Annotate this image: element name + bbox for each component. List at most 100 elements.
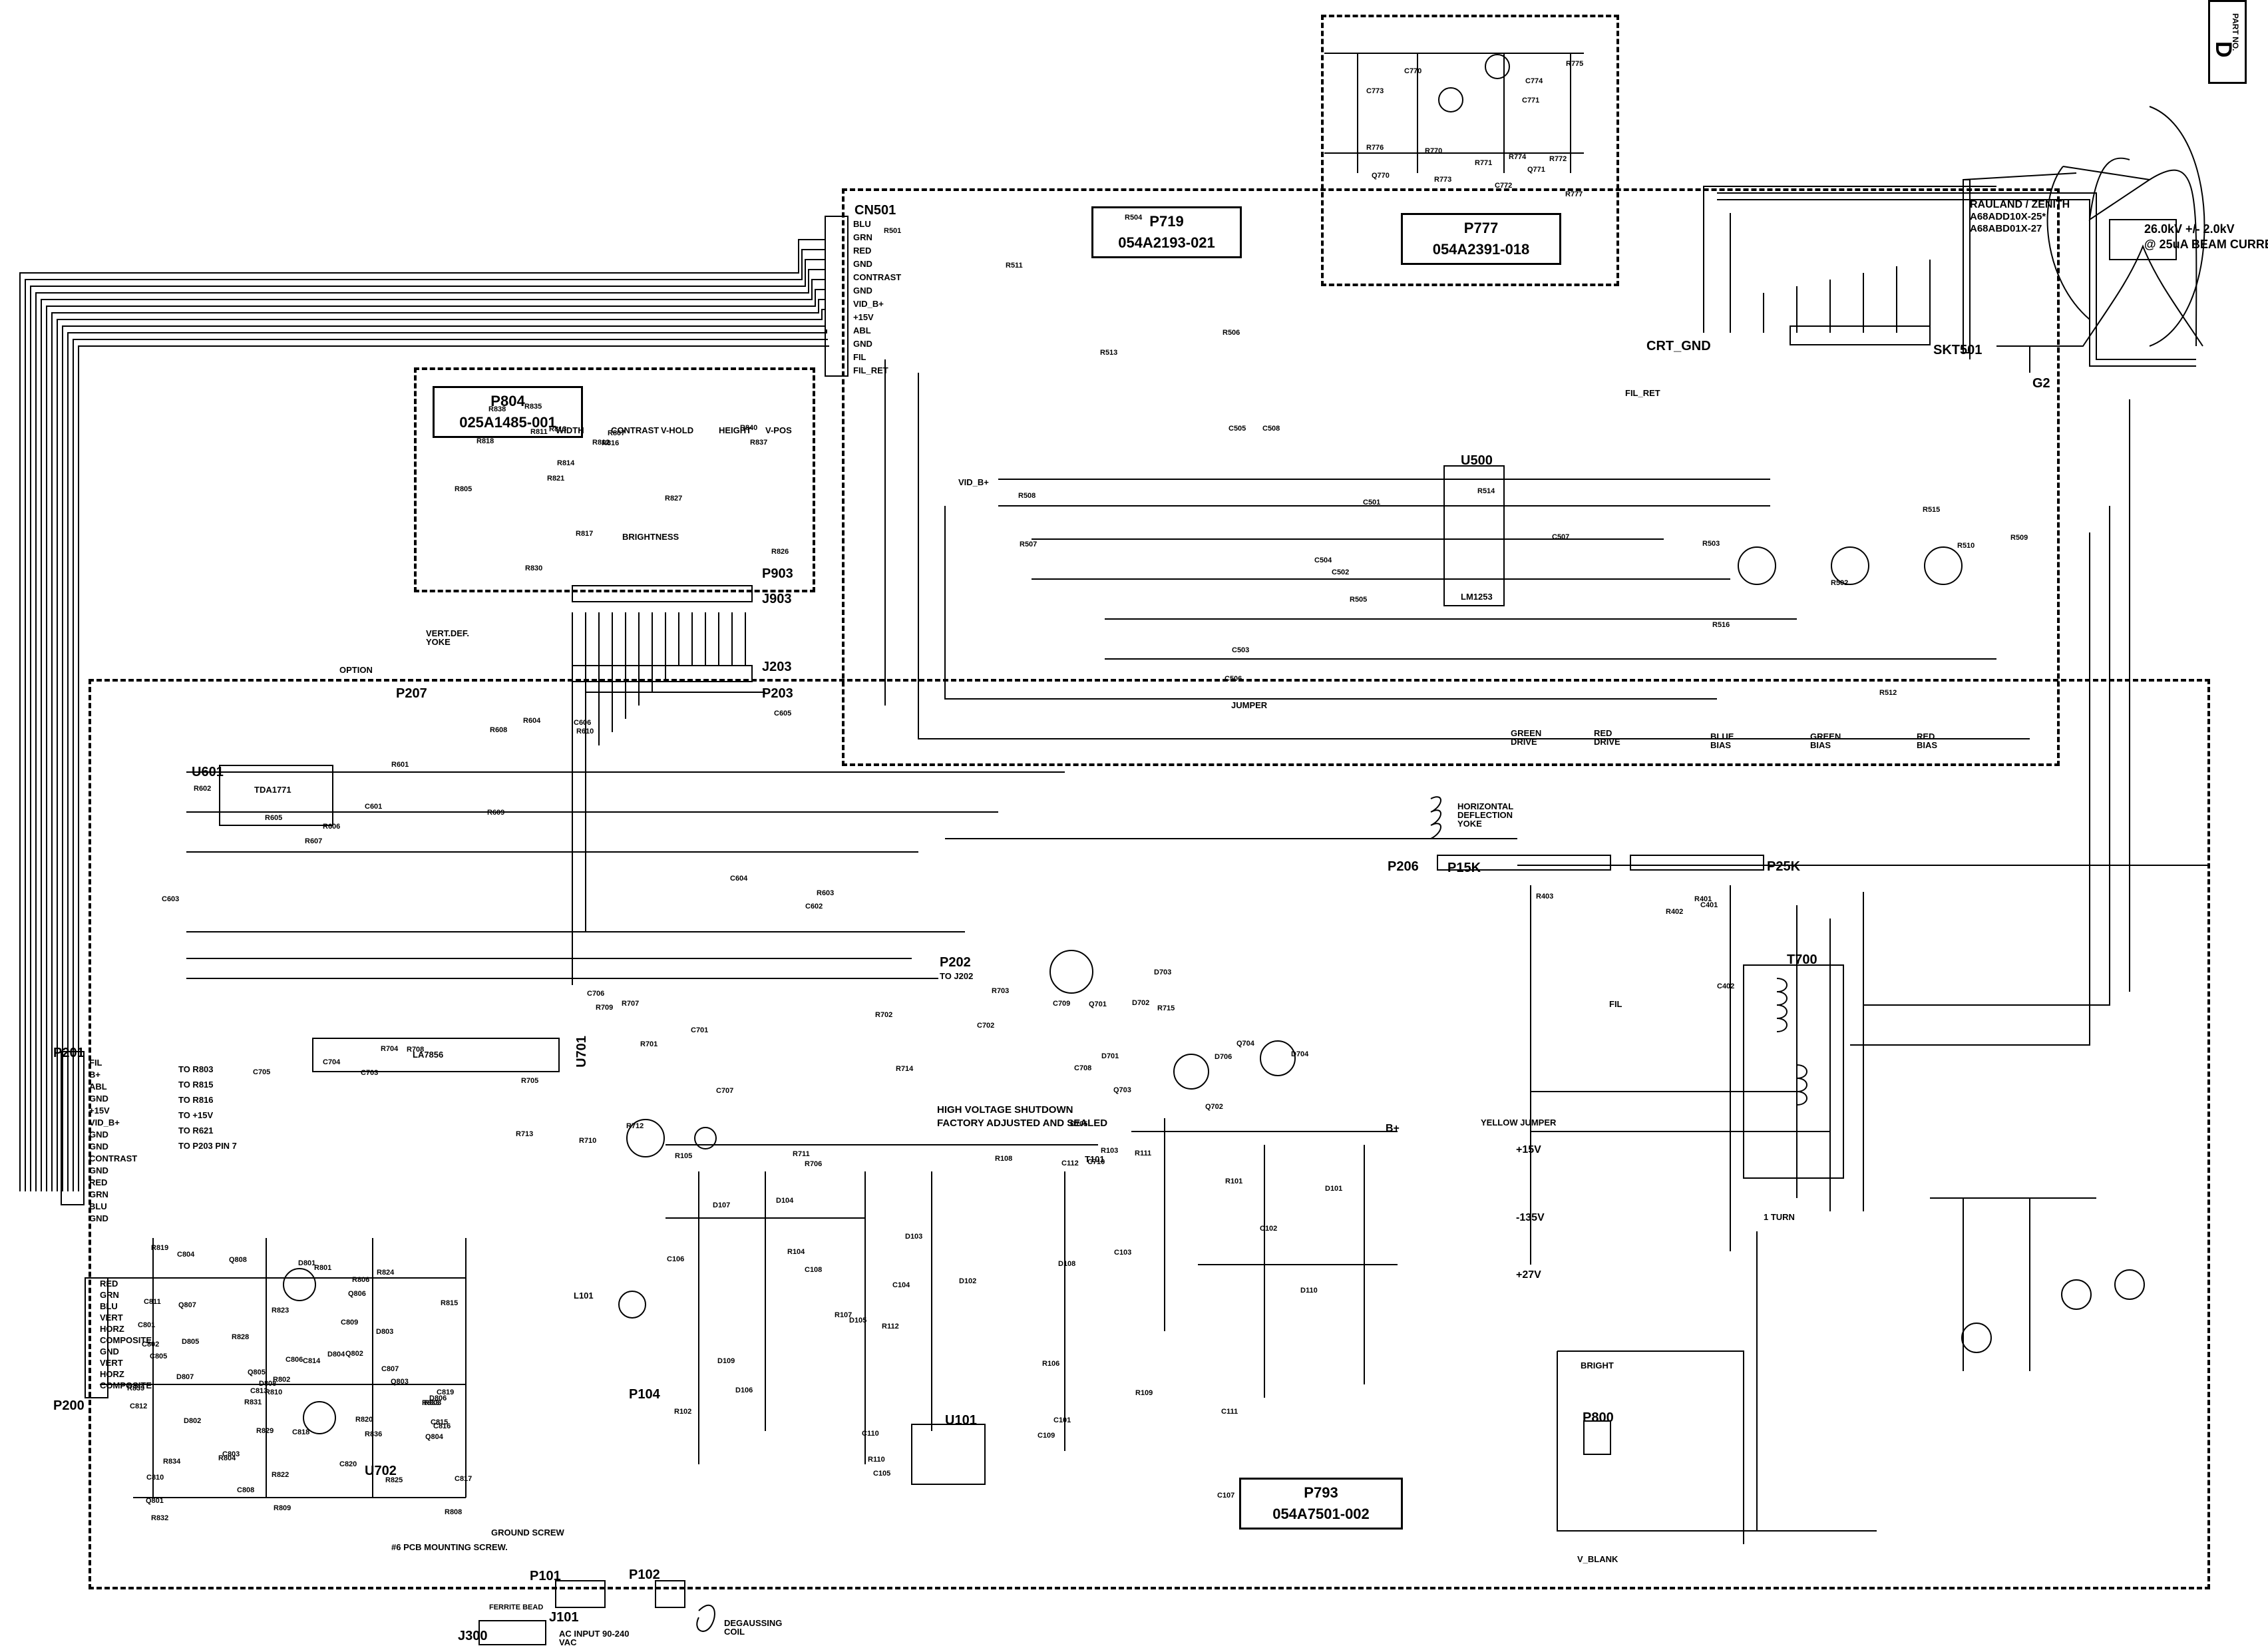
component-refdes: C708: [1074, 1064, 1092, 1072]
component-refdes: C813: [250, 1387, 268, 1395]
component-refdes: D102: [959, 1277, 977, 1285]
connector-j903: J903: [762, 592, 792, 606]
p200-pin: HORZ: [100, 1324, 124, 1334]
component-refdes: R110: [868, 1456, 885, 1464]
component-refdes: R809: [274, 1504, 291, 1512]
component-refdes: R833: [422, 1399, 440, 1407]
component-refdes: D103: [905, 1233, 923, 1241]
component-refdes: R775: [1566, 60, 1584, 68]
component-refdes: R818: [476, 437, 494, 445]
ic-u500: U500: [1461, 453, 1493, 468]
component-refdes: D803: [376, 1328, 394, 1336]
label-v-blank: V_BLANK: [1577, 1554, 1618, 1564]
connector-j300: J300: [458, 1629, 488, 1643]
component-refdes: R510: [1957, 542, 1975, 550]
component-refdes: R107: [835, 1311, 852, 1319]
component-refdes: R607: [305, 837, 323, 845]
label-v-pos: V-POS: [765, 425, 792, 435]
component-refdes: R712: [626, 1122, 644, 1130]
component-refdes: R713: [516, 1130, 534, 1138]
crt-spec-voltage: 26.0kV +/- 2.0kV: [2144, 222, 2235, 236]
label-factory-adjusted: FACTORY ADJUSTED AND SEALED: [937, 1118, 1108, 1129]
component-refdes: D807: [176, 1373, 194, 1381]
component-refdes: Q808: [229, 1256, 247, 1264]
cn501-pin: FIL_RET: [853, 365, 888, 375]
crt-tube-2: A68ABD01X-27: [1970, 223, 2042, 234]
component-refdes: R714: [896, 1065, 914, 1073]
component-refdes: C401: [1700, 901, 1718, 909]
component-refdes: D702: [1132, 999, 1150, 1007]
component-refdes: Q804: [425, 1433, 443, 1441]
component-refdes: R506: [1223, 329, 1240, 337]
connector-p201: P201: [53, 1046, 85, 1060]
component-refdes: R508: [1018, 492, 1036, 500]
label-ground-screw: GROUND SCREW: [491, 1528, 564, 1538]
p201-pin: RED: [89, 1177, 108, 1187]
component-refdes: R813: [549, 425, 567, 433]
label-ferrite-bead: FERRITE BEAD: [489, 1603, 544, 1611]
connector-p102: P102: [629, 1567, 660, 1582]
connector-cn501: CN501: [854, 203, 896, 218]
component-refdes: R804: [218, 1454, 236, 1462]
cn501-pin: +15V: [853, 312, 874, 322]
connector-p203: P203: [762, 686, 793, 701]
cn501-pin: GRN: [853, 232, 872, 242]
label-blue-bias: BLUE BIAS: [1710, 731, 1734, 750]
component-refdes: R835: [524, 403, 542, 411]
component-refdes: R610: [576, 727, 594, 735]
component-refdes: R808: [445, 1508, 463, 1516]
component-refdes: R826: [771, 548, 789, 556]
component-refdes: R104: [787, 1248, 805, 1256]
component-refdes: R605: [265, 814, 283, 822]
p201-signal: TO R815: [178, 1080, 214, 1090]
p200-pin: GND: [100, 1346, 119, 1356]
component-refdes: R505: [1350, 596, 1368, 604]
component-refdes: C710: [1087, 1158, 1105, 1166]
p804-board-outline: [414, 367, 815, 592]
cn501-pin: ABL: [853, 325, 871, 335]
component-refdes: R703: [992, 987, 1010, 995]
component-refdes: C508: [1262, 425, 1280, 433]
corner-tag-text: PART NO.: [2231, 13, 2240, 51]
connector-p206: P206: [1388, 859, 1419, 874]
label-fil: FIL: [1609, 999, 1622, 1009]
p200-pin: HORZ: [100, 1369, 124, 1379]
label-plus27: +27V: [1516, 1269, 1541, 1281]
p201-pin: CONTRAST: [89, 1153, 138, 1163]
component-refdes: C771: [1522, 97, 1540, 104]
component-refdes: R514: [1477, 487, 1495, 495]
component-refdes: R516: [1712, 621, 1730, 629]
component-refdes: R774: [1509, 153, 1527, 161]
p201-pin: GND: [89, 1094, 108, 1104]
component-refdes: C603: [162, 895, 180, 903]
label-vid-bplus: VID_B+: [958, 477, 989, 487]
component-refdes: C804: [177, 1251, 195, 1259]
component-refdes: C103: [1114, 1249, 1132, 1257]
p201-signal: TO R816: [178, 1095, 214, 1105]
component-refdes: R106: [1042, 1360, 1060, 1368]
component-refdes: C816: [433, 1422, 451, 1430]
component-refdes: C772: [1495, 182, 1513, 190]
p201-pin: +15V: [89, 1106, 110, 1116]
component-refdes: C806: [285, 1356, 303, 1364]
board-label-p804: P804 025A1485-001: [433, 386, 583, 438]
component-refdes: C701: [691, 1026, 709, 1034]
transformer-t101: T101: [1085, 1154, 1105, 1164]
component-refdes: R837: [750, 439, 768, 447]
component-refdes: C606: [574, 719, 592, 727]
component-refdes: C820: [339, 1460, 357, 1468]
component-refdes: C773: [1366, 87, 1384, 95]
connector-p25k: P25K: [1767, 859, 1801, 874]
connector-p15k: P15K: [1447, 861, 1481, 875]
crt-spec-current: @ 25uA BEAM CURRENT: [2144, 238, 2268, 251]
ic-u101: U101: [945, 1413, 977, 1428]
p200-pin: VERT: [100, 1358, 123, 1368]
component-refdes: R830: [525, 564, 543, 572]
crt-maker: RAULAND / ZENITH: [1970, 199, 2070, 210]
component-refdes: R817: [576, 530, 594, 538]
component-refdes: R827: [665, 495, 683, 503]
component-refdes: R606: [323, 823, 341, 831]
component-refdes: C774: [1525, 77, 1543, 85]
component-refdes: R831: [244, 1398, 262, 1406]
